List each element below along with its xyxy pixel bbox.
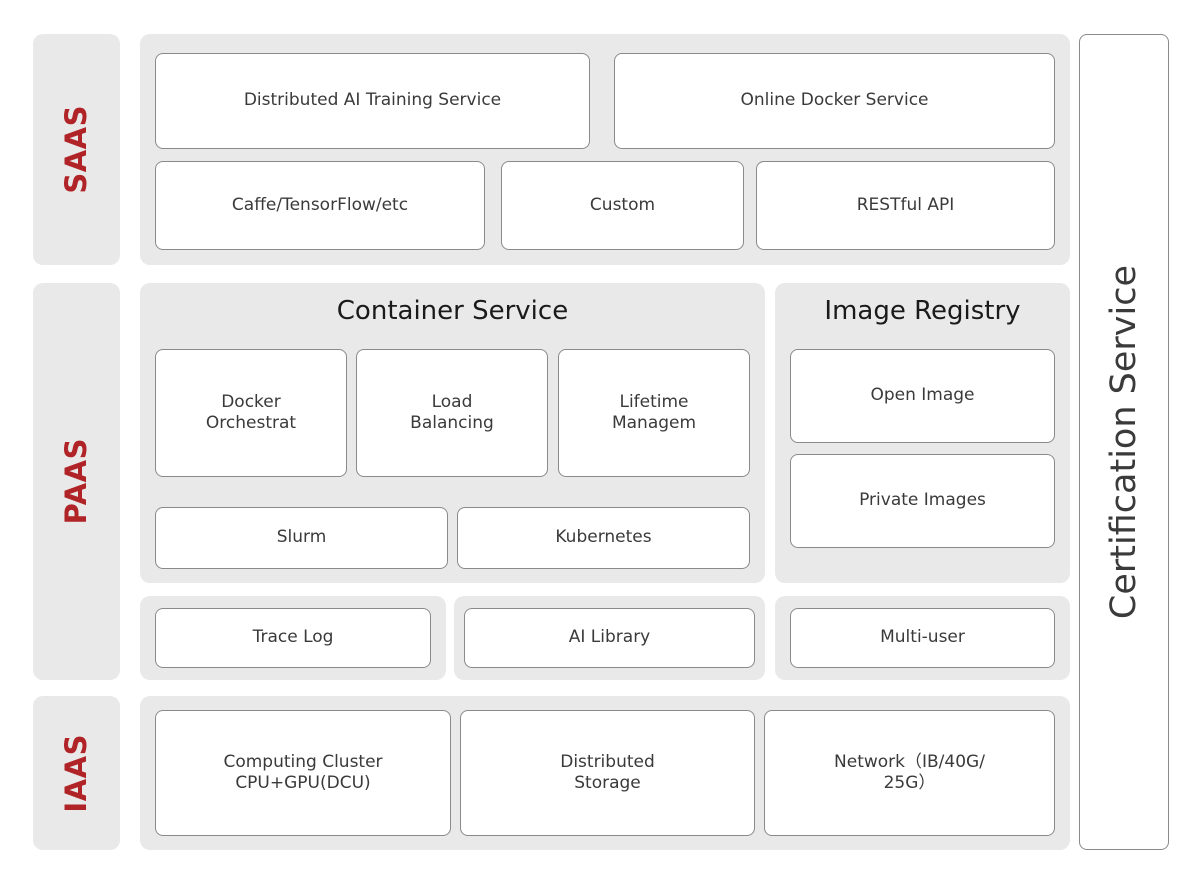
support-strip-trace-log-container: Trace Log: [140, 596, 446, 680]
paas-box-open-image[interactable]: Open Image: [790, 349, 1055, 443]
tier-label-paas-text: PAAS: [59, 438, 93, 525]
paas-box-label: Docker Orchestrat: [205, 391, 297, 433]
paas-box-label: AI Library: [568, 627, 651, 648]
tier-label-paas: PAAS: [33, 283, 120, 680]
paas-box-label: Trace Log: [252, 627, 334, 648]
paas-box-label: Load Balancing: [410, 391, 494, 433]
support-strip-multi-user-container: Multi-user: [775, 596, 1070, 680]
saas-box-online-docker-service[interactable]: Online Docker Service: [614, 53, 1055, 149]
certification-service-panel[interactable]: Certification Service: [1079, 34, 1169, 850]
saas-box-label: Distributed AI Training Service: [243, 90, 502, 111]
container-service-title: Container Service: [336, 296, 569, 326]
paas-box-private-images[interactable]: Private Images: [790, 454, 1055, 548]
iaas-box-label: Distributed Storage: [560, 751, 655, 793]
certification-service-label: Certification Service: [1103, 264, 1144, 620]
support-strip-ai-library-container: AI Library: [454, 596, 765, 680]
saas-box-restful-api[interactable]: RESTful API: [756, 161, 1055, 250]
tier-label-saas: SAAS: [33, 34, 120, 265]
iaas-box-label: Computing Cluster CPU+GPU(DCU): [223, 751, 383, 793]
paas-box-label: Open Image: [870, 385, 975, 406]
paas-box-docker-orchestrat[interactable]: Docker Orchestrat: [155, 349, 347, 477]
paas-box-label: Multi-user: [880, 627, 965, 648]
paas-box-label: Kubernetes: [555, 527, 652, 548]
saas-band: Distributed AI Training Service Online D…: [140, 34, 1070, 265]
saas-box-label: RESTful API: [856, 194, 955, 215]
saas-box-label: Online Docker Service: [740, 90, 929, 111]
tier-label-iaas-text: IAAS: [59, 733, 93, 813]
paas-box-label: Slurm: [276, 527, 327, 548]
paas-box-label: Private Images: [859, 490, 986, 511]
iaas-box-distributed-storage[interactable]: Distributed Storage: [460, 710, 755, 836]
saas-box-label: Caffe/TensorFlow/etc: [231, 194, 409, 215]
tier-label-saas-text: SAAS: [59, 105, 93, 194]
paas-box-multi-user[interactable]: Multi-user: [790, 608, 1055, 668]
paas-box-slurm[interactable]: Slurm: [155, 507, 448, 569]
iaas-box-computing-cluster[interactable]: Computing Cluster CPU+GPU(DCU): [155, 710, 451, 836]
iaas-box-network[interactable]: Network（IB/40G/ 25G）: [764, 710, 1055, 836]
iaas-box-label: Network（IB/40G/ 25G）: [834, 751, 985, 793]
saas-box-label: Custom: [589, 194, 656, 215]
paas-box-trace-log[interactable]: Trace Log: [155, 608, 431, 668]
image-registry-panel: Image Registry Open Image Private Images: [775, 283, 1070, 583]
saas-box-caffe-tensorflow-etc[interactable]: Caffe/TensorFlow/etc: [155, 161, 485, 250]
paas-box-label: Lifetime Managem: [611, 391, 697, 433]
iaas-band: Computing Cluster CPU+GPU(DCU) Distribut…: [140, 696, 1070, 850]
saas-box-distributed-ai-training-service[interactable]: Distributed AI Training Service: [155, 53, 590, 149]
image-registry-title: Image Registry: [824, 296, 1021, 326]
paas-box-ai-library[interactable]: AI Library: [464, 608, 755, 668]
saas-box-custom[interactable]: Custom: [501, 161, 744, 250]
container-service-panel: Container Service Docker Orchestrat Load…: [140, 283, 765, 583]
tier-label-iaas: IAAS: [33, 696, 120, 850]
paas-box-lifetime-managem[interactable]: Lifetime Managem: [558, 349, 750, 477]
paas-box-kubernetes[interactable]: Kubernetes: [457, 507, 750, 569]
paas-box-load-balancing[interactable]: Load Balancing: [356, 349, 548, 477]
